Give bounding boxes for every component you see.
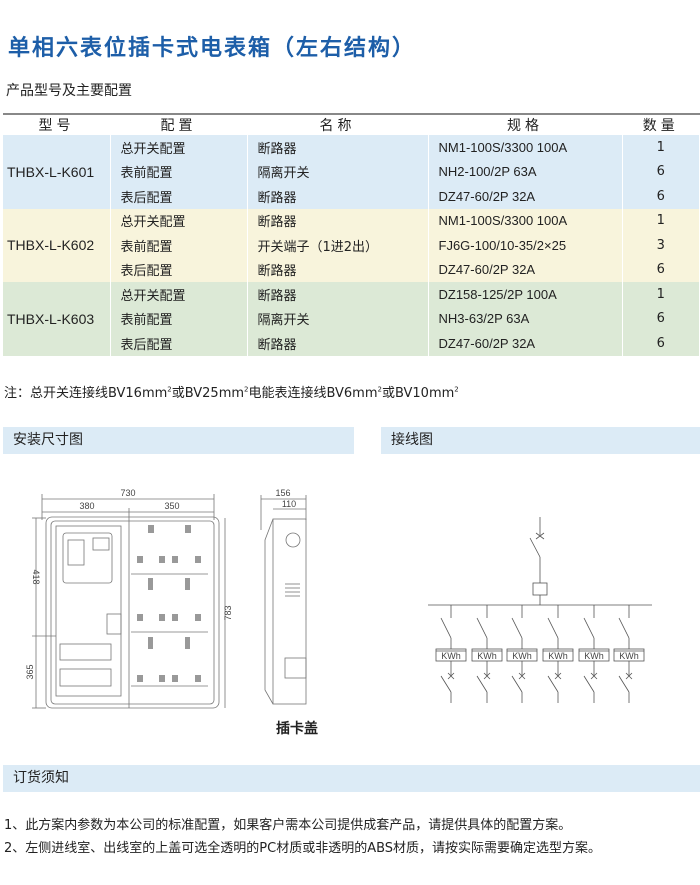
section-order: 订货须知 xyxy=(3,765,700,792)
header-spec: 规格 xyxy=(428,114,622,135)
cell-spec: NH2-100/2P 63A xyxy=(428,159,623,184)
header-name: 名称 xyxy=(247,114,428,135)
cell-name: 断路器 xyxy=(247,184,429,209)
header-config: 配置 xyxy=(110,114,247,135)
kwh-label: KWh xyxy=(477,651,497,661)
dim-upper-height: 418 xyxy=(31,569,41,584)
dim-left-width: 380 xyxy=(79,501,94,511)
dim-lower-height: 365 xyxy=(25,664,35,679)
note-sup: 2 xyxy=(454,385,459,394)
cell-spec: NM1-100S/3300 100A xyxy=(428,208,623,233)
figure-caption: 插卡盖 xyxy=(276,721,318,737)
note-text: 注：总开关连接线BV16mm xyxy=(4,386,168,401)
dim-total-height: 783 xyxy=(223,605,233,620)
note-text: 或BV25mm xyxy=(171,386,245,401)
cell-config: 表后配置 xyxy=(110,331,248,356)
kwh-label: KWh xyxy=(512,651,532,661)
dim-total-width: 730 xyxy=(120,488,135,498)
cell-qty: 6 xyxy=(622,331,700,356)
cell-spec: DZ158-125/2P 100A xyxy=(428,282,623,307)
cell-spec: DZ47-60/2P 32A xyxy=(428,331,623,356)
cell-config: 表后配置 xyxy=(110,257,248,282)
dim-inner-depth: 110 xyxy=(282,499,296,509)
cell-config: 总开关配置 xyxy=(110,282,248,307)
section-wiring: 接线图 xyxy=(381,427,700,454)
cell-name: 隔离开关 xyxy=(247,159,429,184)
cell-spec: NM1-100S/3300 100A xyxy=(428,135,623,160)
cell-spec: FJ6G-100/10-35/2×25 xyxy=(428,233,623,258)
cell-spec: DZ47-60/2P 32A xyxy=(428,257,623,282)
order-note-1: 1、此方案内参数为本公司的标准配置，如果客户需本公司提供成套产品，请提供具体的配… xyxy=(4,818,572,833)
cell-name: 断路器 xyxy=(247,331,429,356)
cell-name: 断路器 xyxy=(247,135,429,160)
section-install: 安装尺寸图 xyxy=(3,427,354,454)
cell-qty: 6 xyxy=(622,306,700,331)
cell-qty: 1 xyxy=(622,208,700,233)
note-sup: 2 xyxy=(377,385,382,394)
note-sup: 2 xyxy=(167,385,172,394)
meter-branch: KWh xyxy=(542,605,574,703)
cell-qty: 3 xyxy=(622,233,700,258)
meter-branch: KWh xyxy=(435,605,467,703)
front-view-drawing: 730 380 350 418 365 783 xyxy=(25,488,233,709)
meter-branch: KWh xyxy=(613,605,645,703)
cell-config: 表前配置 xyxy=(110,306,248,331)
cell-qty: 1 xyxy=(622,135,700,160)
kwh-label: KWh xyxy=(619,651,639,661)
wiring-diagram: KWh KWh KWh KWh KWh KWh xyxy=(428,517,652,703)
meter-branch: KWh xyxy=(471,605,503,703)
meter-branch: KWh xyxy=(506,605,538,703)
header-qty: 数量 xyxy=(622,114,700,135)
cell-name: 断路器 xyxy=(247,282,429,307)
header-model: 型号 xyxy=(3,114,110,135)
cell-config: 表前配置 xyxy=(110,159,248,184)
note-text: 或BV10mm xyxy=(381,386,455,401)
cell-name: 断路器 xyxy=(247,257,429,282)
cell-spec: DZ47-60/2P 32A xyxy=(428,184,623,209)
cell-model: THBX-L-K601 xyxy=(3,135,111,209)
meter-branch: KWh xyxy=(578,605,610,703)
cell-qty: 6 xyxy=(622,159,700,184)
cell-model: THBX-L-K603 xyxy=(3,282,111,356)
section-subtitle: 产品型号及主要配置 xyxy=(6,83,132,99)
order-note-2: 2、左侧进线室、出线室的上盖可选全透明的PC材质或非透明的ABS材质，请按实际需… xyxy=(4,841,602,856)
wiring-note: 注：总开关连接线BV16mm2或BV25mm2电能表连接线BV6mm2或BV10… xyxy=(4,382,459,401)
note-sup: 2 xyxy=(244,385,249,394)
side-view-drawing: 156 110 xyxy=(260,488,307,705)
cell-qty: 6 xyxy=(622,257,700,282)
note-text: 电能表连接线BV6mm xyxy=(248,386,378,401)
dim-depth: 156 xyxy=(275,488,290,498)
cell-name: 开关端子（1进2出） xyxy=(247,233,429,258)
kwh-label: KWh xyxy=(584,651,604,661)
cell-name: 断路器 xyxy=(247,208,429,233)
cell-config: 总开关配置 xyxy=(110,208,248,233)
cell-config: 表后配置 xyxy=(110,184,248,209)
cell-qty: 6 xyxy=(622,184,700,209)
cell-model: THBX-L-K602 xyxy=(3,208,111,282)
kwh-label: KWh xyxy=(548,651,568,661)
kwh-label: KWh xyxy=(441,651,461,661)
table-header: 型号 配置 名称 规格 数量 xyxy=(3,114,700,135)
cell-config: 表前配置 xyxy=(110,233,248,258)
cell-config: 总开关配置 xyxy=(110,135,248,160)
cell-spec: NH3-63/2P 63A xyxy=(428,306,623,331)
cell-qty: 1 xyxy=(622,282,700,307)
page-title: 单相六表位插卡式电表箱（左右结构） xyxy=(8,36,417,61)
cell-name: 隔离开关 xyxy=(247,306,429,331)
dim-right-width: 350 xyxy=(164,501,179,511)
